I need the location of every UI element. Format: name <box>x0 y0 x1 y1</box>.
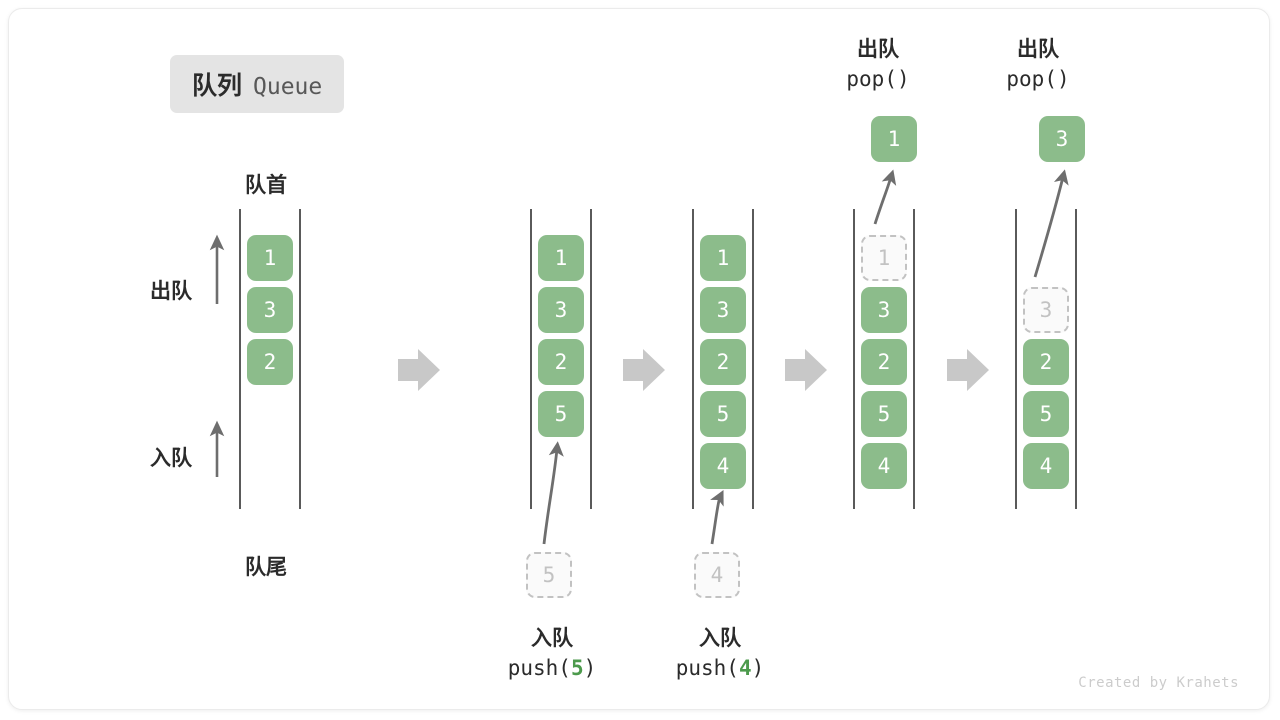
push-label-cn-4: 入队 <box>699 627 741 650</box>
queue-cell: 2 <box>538 339 584 385</box>
push-operation-label-4: 入队 push(4) <box>661 624 779 684</box>
queue-cell: 5 <box>861 391 907 437</box>
pop-operation-label-2: 出队 pop() <box>983 35 1093 95</box>
push-value-4: 4 <box>738 655 752 680</box>
queue-tail-label: 队尾 <box>245 556 287 579</box>
queue-cell-ghost: 3 <box>1023 287 1069 333</box>
queue-cell: 3 <box>247 287 293 333</box>
title-chinese: 队列 <box>192 72 243 100</box>
queue-column-4: 1 3 2 5 4 <box>853 209 915 509</box>
rail-left-1 <box>239 209 241 509</box>
queue-head-label: 队首 <box>245 174 287 197</box>
pop-label-fn-1: pop() <box>846 66 910 91</box>
queue-cell: 1 <box>247 235 293 281</box>
rail-right-5 <box>1075 209 1077 509</box>
diagram-card: 队列 Queue 队首 队尾 出队 入队 出队 pop() 出队 pop() 入… <box>8 8 1270 710</box>
title-english: Queue <box>253 74 323 100</box>
queue-column-1: 1 3 2 <box>239 209 301 509</box>
rail-right-1 <box>299 209 301 509</box>
rail-left-3 <box>692 209 694 509</box>
pop-result-box-1: 1 <box>871 116 917 162</box>
credit-text: Created by Krahets <box>1078 675 1239 691</box>
rail-right-2 <box>590 209 592 509</box>
rail-left-4 <box>853 209 855 509</box>
queue-cell: 3 <box>861 287 907 333</box>
queue-column-5: 3 2 5 4 <box>1015 209 1077 509</box>
queue-cell: 4 <box>861 443 907 489</box>
queue-cell: 2 <box>861 339 907 385</box>
pop-label-cn-2: 出队 <box>1017 38 1059 61</box>
rail-left-5 <box>1015 209 1017 509</box>
step-arrow-icon-4 <box>947 349 989 391</box>
queue-cell-empty <box>1023 235 1069 281</box>
rail-right-4 <box>913 209 915 509</box>
push-label-cn-5: 入队 <box>531 627 573 650</box>
queue-column-3: 1 3 2 5 4 <box>692 209 754 509</box>
pop-label-fn-2: pop() <box>1006 66 1070 91</box>
queue-column-2: 1 3 2 5 <box>530 209 592 509</box>
rail-left-2 <box>530 209 532 509</box>
pop-label-cn-1: 出队 <box>857 38 899 61</box>
queue-cell: 1 <box>700 235 746 281</box>
diagram-title-badge: 队列 Queue <box>170 55 345 113</box>
queue-cell: 1 <box>538 235 584 281</box>
rail-right-3 <box>752 209 754 509</box>
queue-cell: 4 <box>700 443 746 489</box>
step-arrow-icon-2 <box>623 349 665 391</box>
queue-cell: 2 <box>247 339 293 385</box>
queue-cell: 5 <box>538 391 584 437</box>
queue-cell: 3 <box>700 287 746 333</box>
push-operation-label-5: 入队 push(5) <box>493 624 611 684</box>
push-source-box-4: 4 <box>694 552 740 598</box>
push-label-fn-5: push(5) <box>507 655 597 680</box>
step-arrow-icon-3 <box>785 349 827 391</box>
queue-cell: 2 <box>700 339 746 385</box>
queue-cell-ghost: 1 <box>861 235 907 281</box>
push-source-box-5: 5 <box>526 552 572 598</box>
step-arrow-icon-1 <box>398 349 440 391</box>
push-label-fn-4: push(4) <box>675 655 765 680</box>
queue-cell: 5 <box>700 391 746 437</box>
queue-cell: 5 <box>1023 391 1069 437</box>
queue-cell: 4 <box>1023 443 1069 489</box>
pop-result-box-3: 3 <box>1039 116 1085 162</box>
dequeue-direction-label: 出队 <box>150 280 192 303</box>
queue-cell: 2 <box>1023 339 1069 385</box>
push-value-5: 5 <box>570 655 584 680</box>
queue-cell: 3 <box>538 287 584 333</box>
enqueue-direction-label: 入队 <box>150 447 192 470</box>
diagram-arrow-overlay <box>209 169 1069 545</box>
pop-operation-label-1: 出队 pop() <box>823 35 933 95</box>
